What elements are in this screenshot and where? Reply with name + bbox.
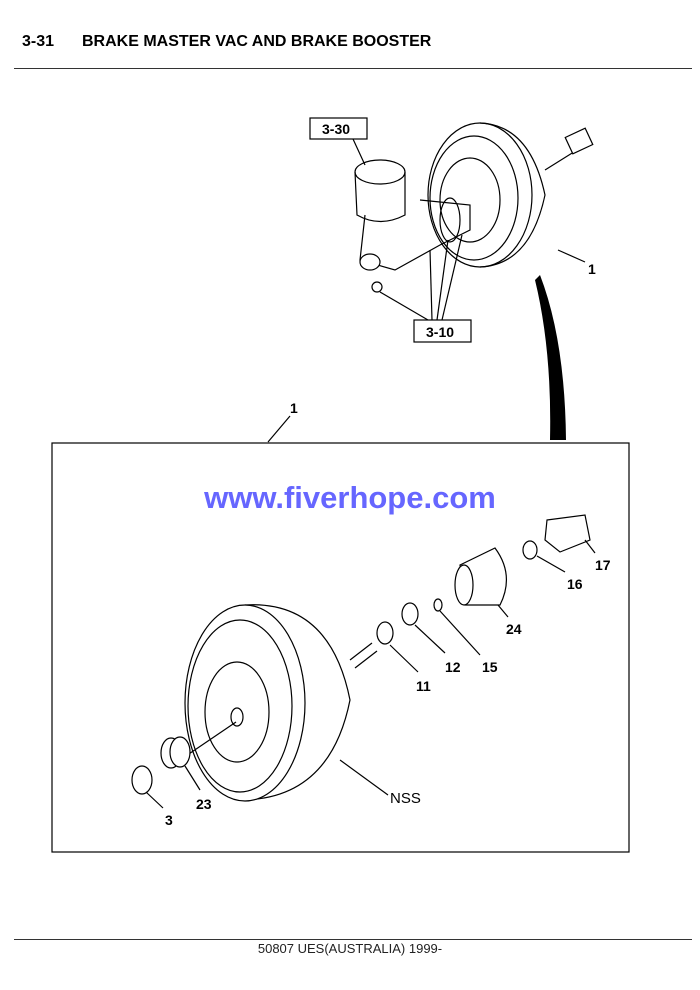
ref-box-3-30	[309, 117, 368, 140]
lock-washer-3	[131, 765, 153, 795]
ref-label-3-10[interactable]: 3-10	[426, 324, 454, 340]
part-label-24: 24	[506, 621, 522, 637]
watermark: www.fiverhope.com	[203, 480, 496, 515]
part-label-11: 11	[416, 678, 431, 694]
part-label-16: 16	[567, 576, 583, 592]
detail-frame	[51, 442, 630, 853]
footer-text: 50807 UES(AUSTRALIA) 1999-	[257, 941, 443, 956]
booster-detail-drawing	[179, 604, 389, 802]
section-number: 3-31	[22, 33, 55, 50]
header-divider	[14, 68, 692, 69]
clevis-17	[544, 514, 591, 553]
page-title: BRAKE MASTER VAC AND BRAKE BOOSTER	[82, 33, 432, 50]
part-label-17: 17	[595, 557, 611, 573]
part-label-15: 15	[482, 659, 498, 675]
part-label-12: 12	[445, 659, 461, 675]
footer-divider	[14, 939, 692, 940]
part-label-3: 3	[165, 812, 173, 828]
ring-15	[433, 598, 443, 612]
callout-1-box: 1	[290, 400, 298, 416]
seal-23	[169, 736, 191, 768]
booster-assembly-drawing	[427, 122, 594, 268]
part-11	[376, 621, 394, 645]
ref-label-3-30[interactable]: 3-30	[322, 121, 350, 137]
nut-16	[522, 540, 538, 560]
callout-1-top: 1	[588, 261, 596, 277]
part-label-nss: NSS	[390, 790, 421, 807]
master-cylinder-drawing	[354, 159, 471, 293]
part-12	[401, 602, 419, 626]
part-label-23: 23	[196, 796, 212, 812]
connector-arrow	[535, 275, 566, 440]
